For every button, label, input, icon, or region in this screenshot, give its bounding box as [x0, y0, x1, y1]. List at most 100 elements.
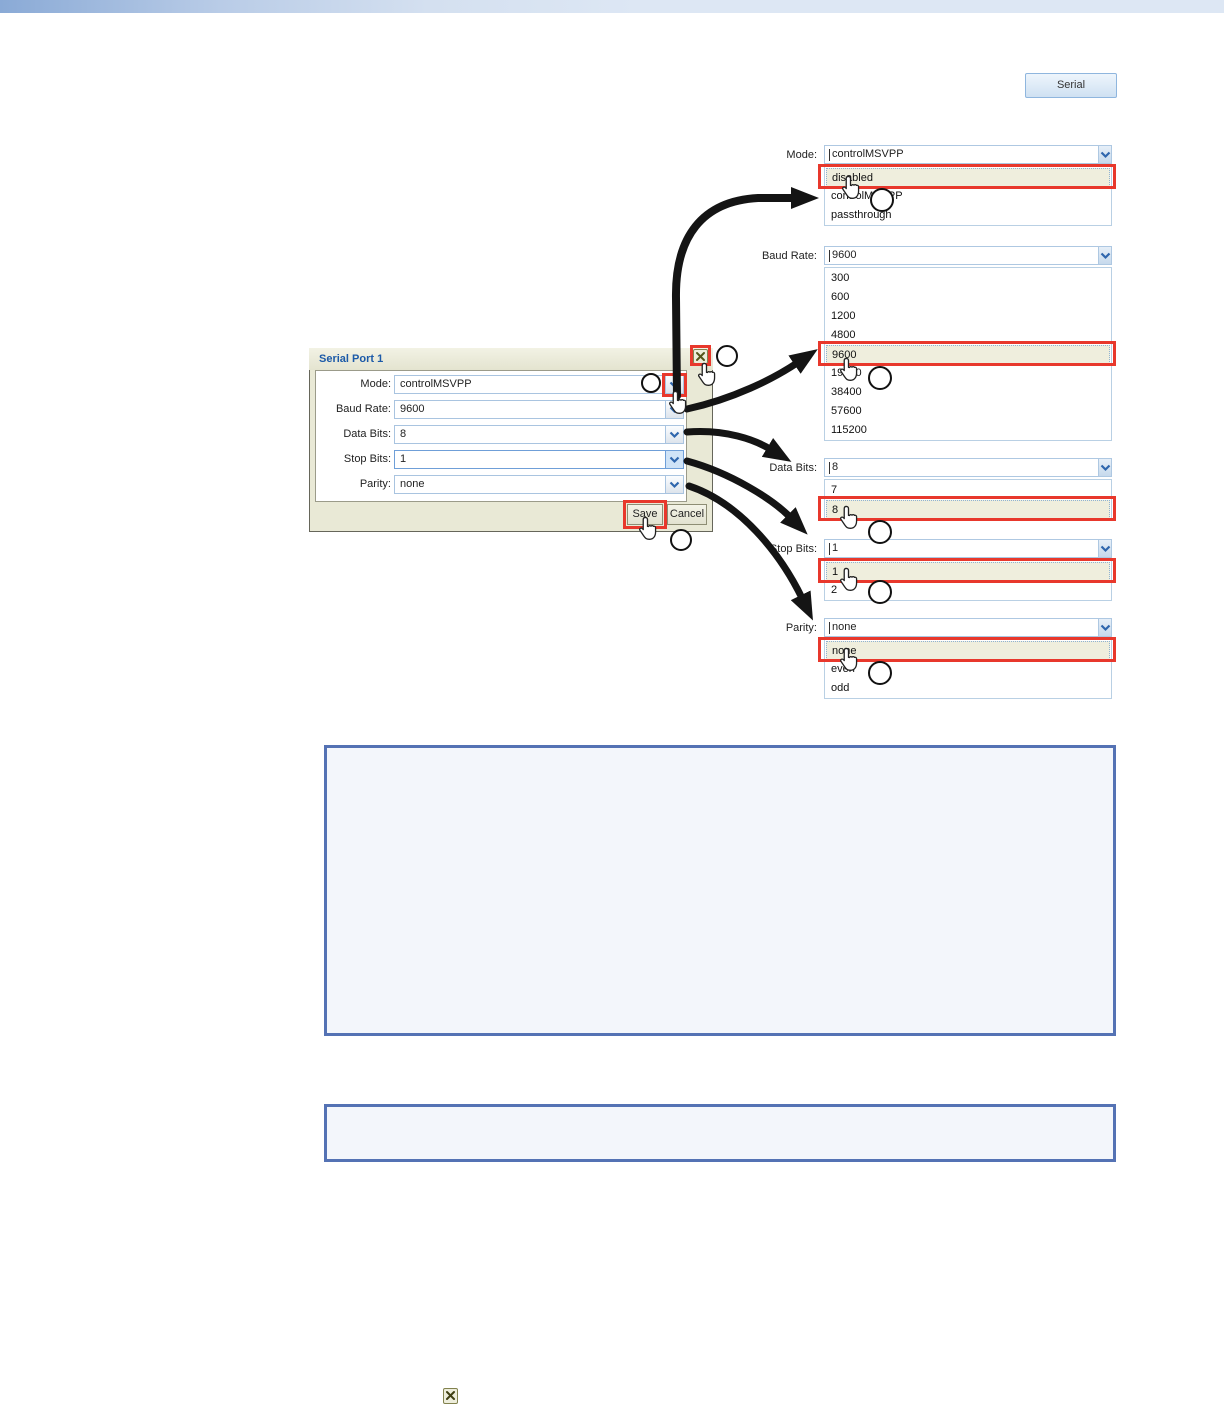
- hand-cursor-icon: [839, 567, 858, 592]
- hand-cursor-icon: [668, 390, 687, 415]
- dropdown-option[interactable]: 7: [826, 481, 1110, 500]
- dropdown-option[interactable]: 115200: [826, 421, 1110, 440]
- dialog-field-label: Data Bits:: [343, 428, 391, 440]
- combobox-value: 1: [832, 542, 839, 554]
- hand-cursor-icon: [839, 647, 858, 672]
- combobox-value: 1: [400, 453, 407, 465]
- hand-cursor-icon: [638, 516, 657, 540]
- dropdown-option[interactable]: 300: [826, 269, 1110, 288]
- combo-trigger-button[interactable]: [665, 451, 683, 468]
- dialog-title: Serial Port 1: [309, 348, 713, 370]
- text-caret: [829, 250, 830, 262]
- text-caret: [829, 543, 830, 555]
- note-box-1: [324, 745, 1116, 1036]
- dialog-field-label: Parity:: [359, 478, 391, 490]
- dropdown-option[interactable]: controlMSVPP: [826, 187, 1110, 206]
- panel-combobox-stopbits[interactable]: 1: [824, 539, 1112, 558]
- chevron-down-icon: [1100, 545, 1110, 553]
- dropdown-option[interactable]: 600: [826, 288, 1110, 307]
- panel-label-parity: Parity:: [785, 622, 817, 634]
- dropdown-option[interactable]: even: [826, 660, 1110, 679]
- text-caret: [829, 462, 830, 474]
- legend-close-x-icon: [443, 1388, 458, 1404]
- chevron-down-icon: [669, 431, 680, 439]
- combo-trigger-button[interactable]: [1098, 247, 1111, 264]
- combobox-value: controlMSVPP: [832, 148, 904, 160]
- panel-label-databits: Data Bits:: [769, 462, 817, 474]
- chevron-down-icon: [669, 456, 680, 464]
- callout-circle-baud: [868, 366, 892, 390]
- combo-trigger-button[interactable]: [1098, 459, 1111, 476]
- panel-combobox-mode[interactable]: controlMSVPP: [824, 145, 1112, 164]
- combobox-value: 8: [400, 428, 407, 440]
- dialog-combobox-baudrate[interactable]: 9600: [394, 400, 684, 419]
- tab-serial[interactable]: Serial: [1025, 73, 1117, 98]
- dialog-combobox-parity[interactable]: none: [394, 475, 684, 494]
- dropdown-option[interactable]: 2: [826, 581, 1110, 600]
- highlight-box-stopbits-option: [818, 558, 1116, 583]
- text-caret: [829, 149, 830, 161]
- combobox-value: controlMSVPP: [400, 378, 472, 390]
- dropdown-option[interactable]: 38400: [826, 383, 1110, 402]
- chevron-down-icon: [1100, 252, 1110, 260]
- hand-cursor-icon: [839, 357, 858, 381]
- callout-circle-databits: [868, 520, 892, 544]
- panel-label-mode: Mode:: [786, 149, 817, 161]
- dropdown-option[interactable]: 4800: [826, 326, 1110, 345]
- panel-combobox-parity[interactable]: none: [824, 618, 1112, 637]
- hand-cursor-icon: [839, 647, 858, 671]
- highlight-box-baud-option: [818, 341, 1116, 366]
- hand-cursor-icon: [839, 505, 858, 529]
- highlight-box-parity-option: [818, 637, 1116, 662]
- top-gradient-bar: [0, 0, 1224, 13]
- combobox-value: 8: [832, 461, 839, 473]
- panel-label-stopbits: Stop Bits:: [769, 543, 817, 555]
- x-icon: [446, 1391, 455, 1400]
- combobox-value: none: [400, 478, 425, 490]
- panel-combobox-baud[interactable]: 9600: [824, 246, 1112, 265]
- highlight-box-mode-option: [818, 164, 1116, 189]
- highlight-box-databits-option: [818, 496, 1116, 521]
- callout-circle-stopbits: [868, 580, 892, 604]
- hand-cursor-icon: [697, 362, 716, 387]
- combo-trigger-button[interactable]: [665, 426, 683, 443]
- dialog-field-label: Baud Rate:: [335, 403, 391, 415]
- hand-cursor-icon: [839, 567, 858, 591]
- combo-trigger-button[interactable]: [1098, 146, 1111, 163]
- dropdown-option[interactable]: odd: [826, 679, 1110, 698]
- hand-cursor-icon: [841, 175, 860, 200]
- panel-combobox-databits[interactable]: 8: [824, 458, 1112, 477]
- dropdown-option[interactable]: 57600: [826, 402, 1110, 421]
- dialog-combobox-mode[interactable]: controlMSVPP: [394, 375, 684, 394]
- dialog-combobox-databits[interactable]: 8: [394, 425, 684, 444]
- dialog-field-label: Stop Bits:: [343, 453, 391, 465]
- combobox-value: none: [832, 621, 857, 633]
- chevron-down-icon: [1100, 464, 1110, 472]
- combo-trigger-button[interactable]: [665, 476, 683, 493]
- combobox-value: 9600: [832, 249, 857, 261]
- chevron-down-icon: [669, 481, 680, 489]
- chevron-down-icon: [1100, 624, 1110, 632]
- dialog-combobox-stopbits[interactable]: 1: [394, 450, 684, 469]
- chevron-down-icon: [1100, 151, 1110, 159]
- callout-circle-save: [670, 529, 692, 551]
- dialog-field-label: Mode:: [360, 378, 391, 390]
- hand-cursor-icon: [697, 362, 716, 386]
- dropdown-option[interactable]: passthrough: [826, 206, 1110, 225]
- dropdown-option[interactable]: 1200: [826, 307, 1110, 326]
- combobox-value: 9600: [400, 403, 425, 415]
- dropdown-list-baud: 300600120048009600192003840057600115200: [824, 267, 1112, 441]
- callout-circle-mode-trigger: [641, 373, 661, 393]
- hand-cursor-icon: [668, 390, 687, 414]
- hand-cursor-icon: [839, 357, 858, 382]
- text-caret: [829, 622, 830, 634]
- callout-circle-mode: [870, 188, 894, 212]
- cancel-button[interactable]: Cancel: [667, 504, 707, 525]
- callout-circle-close: [716, 345, 738, 367]
- combo-trigger-button[interactable]: [1098, 540, 1111, 557]
- note-box-2: [324, 1104, 1116, 1162]
- hand-cursor-icon: [841, 175, 860, 199]
- combo-trigger-button[interactable]: [1098, 619, 1111, 636]
- hand-cursor-icon: [839, 505, 858, 530]
